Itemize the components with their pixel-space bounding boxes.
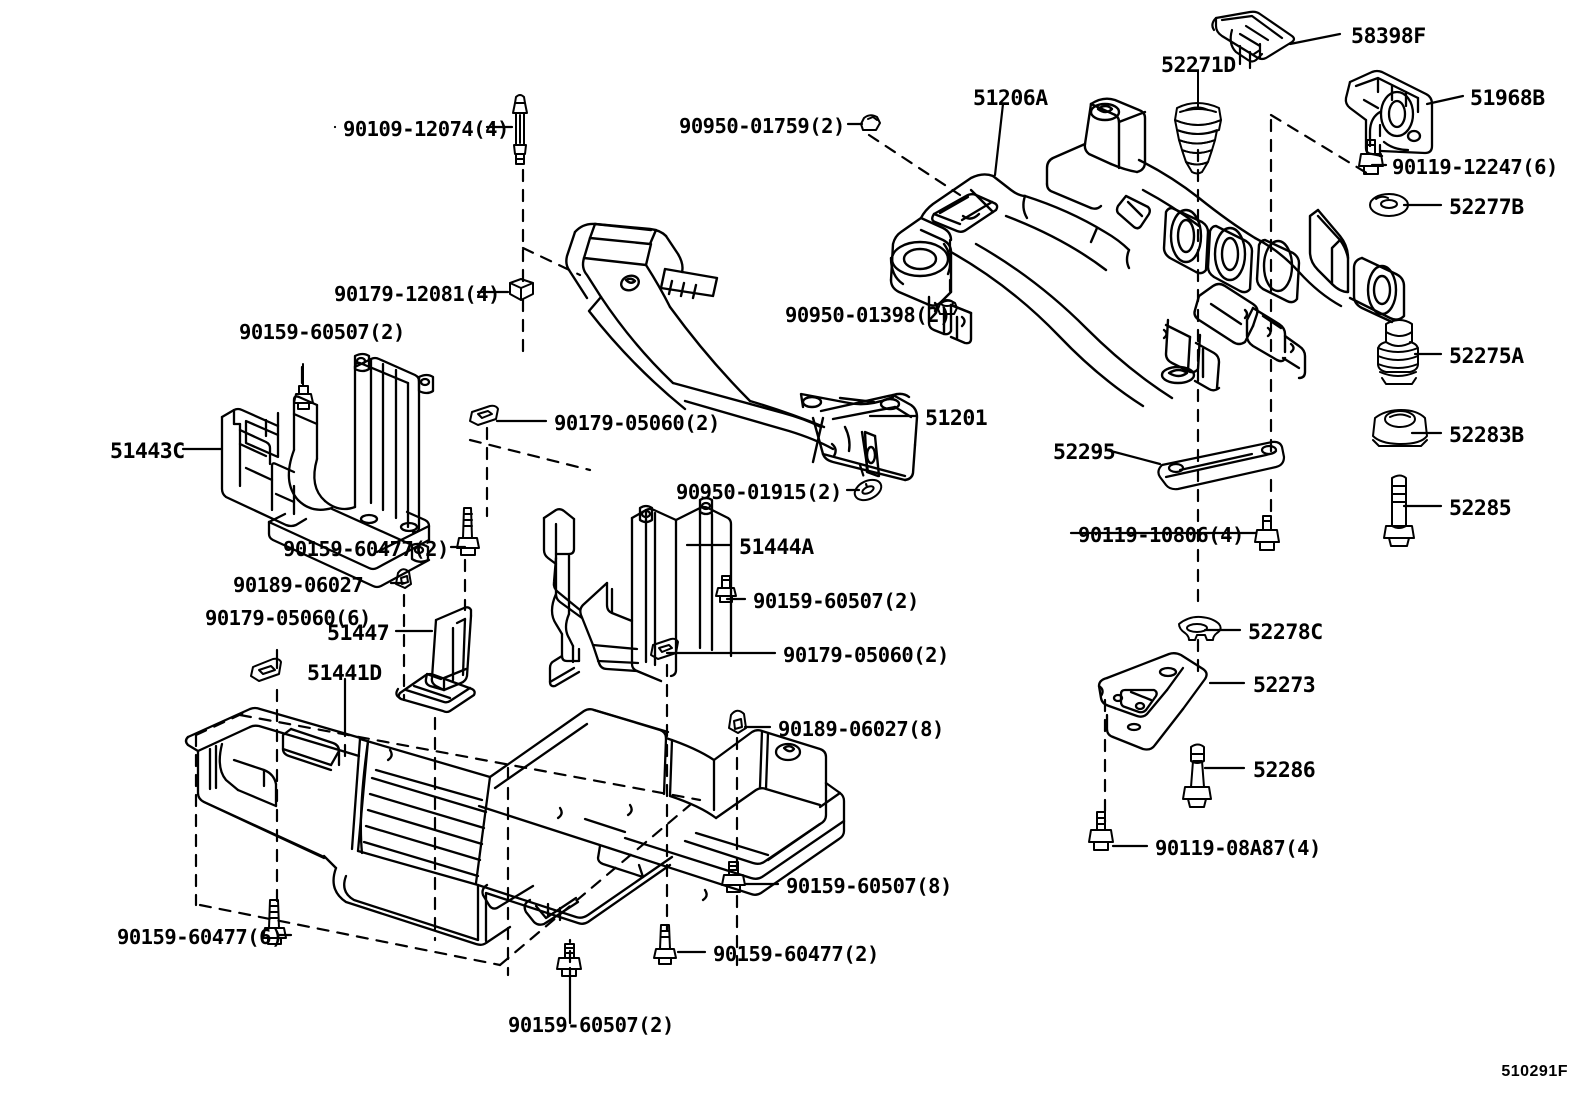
part-52283B-retainer [1372,409,1428,447]
part-label-52271D: 52271D [1161,53,1236,78]
part-label-90179-05060-lower: 90179-05060(2) [783,643,949,667]
part-52278C-washer [1178,615,1222,641]
part-label-90950-01915: 90950-01915(2) [676,480,842,504]
part-label-51206A: 51206A [973,86,1048,111]
part-90159-60477-bolt-six [262,899,287,945]
part-label-51447: 51447 [327,621,390,646]
part-label-51968B: 51968B [1470,86,1545,111]
part-label-90119-10806: 90119-10806(4) [1078,523,1244,547]
part-label-51201: 51201 [925,406,988,431]
part-label-90950-01398: 90950-01398(2) [785,303,951,327]
part-90159-60477-bolt-two-lower [653,924,677,965]
part-90950-01759-clip [860,114,881,131]
part-label-52285: 52285 [1449,496,1512,521]
diagram-code: 510291F [1501,1063,1568,1080]
part-52275A-bump-stop [1377,319,1419,385]
part-label-52275A: 52275A [1449,344,1524,369]
part-90189-06027-clip-single [395,568,412,589]
part-label-90119-12247: 90119-12247(6) [1392,155,1558,179]
part-label-51443C: 51443C [110,439,185,464]
part-label-90159-60477-six: 90159-60477(6) [117,925,283,949]
part-label-52277B: 52277B [1449,195,1524,220]
part-52273-member-mount [1097,652,1208,751]
part-52295-stopper [1157,440,1286,491]
part-58398F-plate [1211,10,1296,70]
part-label-90159-60507-upper-left: 90159-60507(2) [239,320,405,344]
part-90159-60507-bolt-bottom [556,943,582,977]
part-label-52286: 52286 [1253,758,1316,783]
part-90119-10806-bolt [1254,515,1280,551]
part-90159-60507-bolt-mid [715,575,737,603]
part-label-90159-60507-eight: 90159-60507(8) [786,874,952,898]
part-label-52283B: 52283B [1449,423,1524,448]
part-label-90109-12074: 90109-12074(4) [343,117,509,141]
part-label-90179-05060-upper: 90179-05060(2) [554,411,720,435]
part-90119-12247-bolt [1358,139,1384,175]
part-90179-05060-clip-six [250,657,282,682]
part-label-90179-12081: 90179-12081(4) [334,282,500,306]
part-51447-bracket [395,606,476,714]
part-label-90159-60507-bottom: 90159-60507(2) [508,1013,674,1037]
part-label-58398F: 58398F [1351,24,1426,49]
part-label-90119-08A87: 90119-08A87(4) [1155,836,1321,860]
part-90179-12081-nut [509,278,534,301]
part-90159-60507-bolt-upper-left [293,363,314,410]
part-label-90950-01759: 90950-01759(2) [679,114,845,138]
part-52277B-washer [1369,193,1409,217]
part-90950-01915-washer [853,478,883,502]
part-90159-60507-bolt-eight [721,861,746,893]
part-90119-08A87-bolt [1088,811,1114,851]
part-90179-05060-clip-upper [469,404,499,426]
part-51968B-bracket [1344,69,1434,158]
part-label-90179-05060-six: 90179-05060(6) [205,606,371,630]
part-51441D-engine-under-cover [184,706,846,946]
part-label-51444A: 51444A [739,535,814,560]
part-90189-06027-clip-eight [728,709,747,734]
part-51201-front-crossmember [565,222,919,482]
part-label-90159-60477-upper: 90159-60477(2) [283,537,449,561]
part-90179-05060-clip-lower [650,637,679,660]
part-51443C-cover-bracket [220,352,435,589]
part-90159-60477-bolt-upper [456,507,480,556]
part-label-52295: 52295 [1053,440,1116,465]
part-label-52278C: 52278C [1248,620,1323,645]
part-label-52273: 52273 [1253,673,1316,698]
part-51206A-rear-crossmember [889,97,1406,408]
part-52286-bolt [1182,743,1212,808]
part-label-90159-60507-mid: 90159-60507(2) [753,589,919,613]
part-label-51441D: 51441D [307,661,382,686]
part-52285-bolt [1383,474,1415,547]
part-label-90189-06027-single: 90189-06027 [233,573,364,597]
part-52271D-bump-stop [1174,69,1222,175]
part-label-90189-06027-eight: 90189-06027(8) [778,717,944,741]
part-90109-12074-bolt [512,94,528,165]
part-label-90159-60477-two-lower: 90159-60477(2) [713,942,879,966]
part-51444A-cover-bracket [542,496,733,688]
